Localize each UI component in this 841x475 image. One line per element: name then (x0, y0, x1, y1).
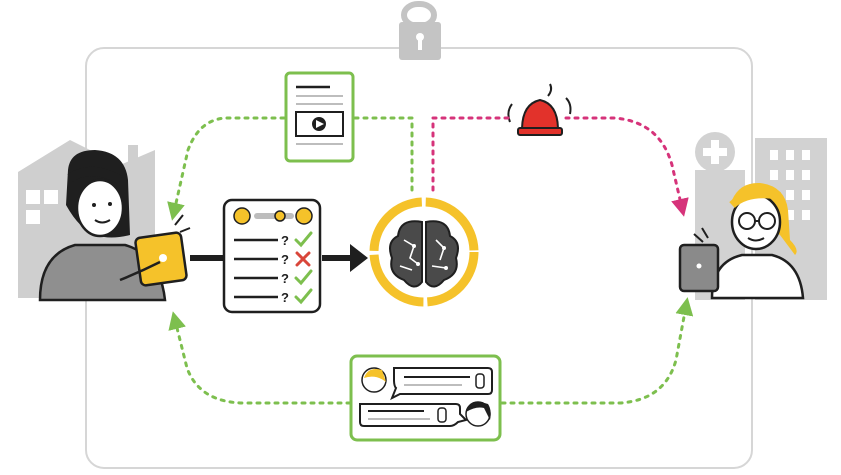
alarm-bell-icon (507, 83, 572, 136)
question-mark: ? (281, 233, 289, 248)
cross-icon (295, 251, 311, 267)
chat-conversation-icon (349, 354, 502, 442)
check-icon (294, 288, 313, 305)
chat-to-patient-flow (168, 311, 352, 405)
alert-to-doctor-flow (564, 116, 689, 217)
doctor-with-laptop-illustration (678, 182, 805, 300)
brain-alert-flow (431, 116, 512, 192)
questionnaire-to-brain-arrow (322, 244, 368, 272)
chat-to-doctor-flow (500, 297, 694, 405)
check-icon (294, 231, 313, 248)
patient-with-tablet-illustration (38, 150, 191, 302)
check-icon (294, 269, 313, 286)
questionnaire-card-icon: ???? (222, 198, 322, 314)
content-to-patient-flow (167, 116, 286, 221)
question-mark: ? (281, 271, 289, 286)
lock-icon (399, 1, 441, 60)
question-mark: ? (281, 252, 289, 267)
video-document-icon (284, 71, 355, 163)
ai-brain-icon (369, 197, 479, 307)
question-mark: ? (281, 290, 289, 305)
brain-to-content-flow (353, 116, 414, 192)
